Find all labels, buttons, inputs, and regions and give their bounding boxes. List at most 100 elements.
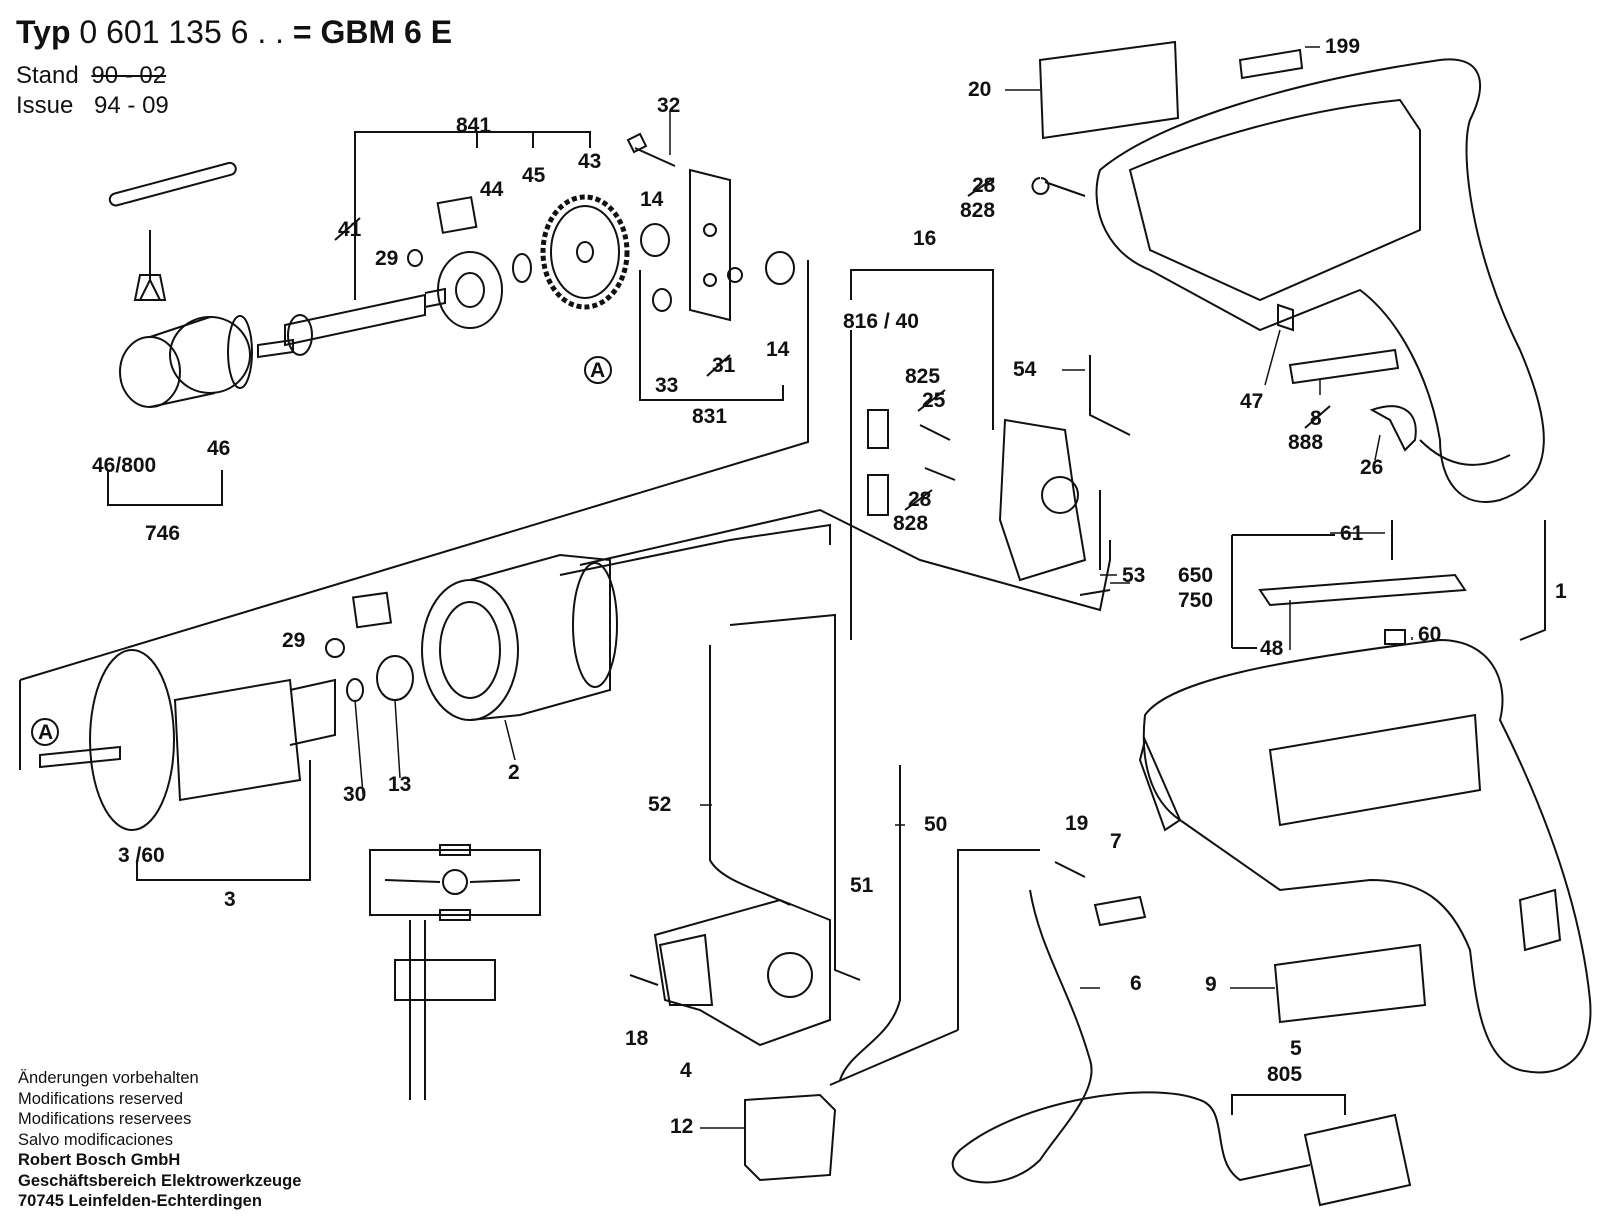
field-stator-icon xyxy=(421,553,618,721)
nameplate-icon xyxy=(1288,348,1400,385)
callout-18: 18 xyxy=(625,1027,649,1050)
stand-label: Stand xyxy=(16,62,79,89)
marker-a-circle-icon-2 xyxy=(31,718,59,746)
callout-a-lower: A xyxy=(38,721,53,744)
bracket-841 xyxy=(354,131,591,300)
callout-199: 199 xyxy=(1325,35,1360,58)
callout-825: 825 xyxy=(905,365,940,388)
note-line-de: Änderungen vorbehalten xyxy=(18,1069,199,1087)
callout-805: 805 xyxy=(1267,1063,1302,1086)
issue-label: Issue xyxy=(16,92,74,119)
callout-828-lower: 828 xyxy=(893,512,928,535)
callout-828-upper: 828 xyxy=(960,199,995,222)
callout-12: 12 xyxy=(670,1115,693,1138)
leader-lines xyxy=(354,46,1413,1129)
brush-holder-icon xyxy=(867,409,1087,582)
footer-notes: Änderungen vorbehalten Modifications res… xyxy=(18,1068,301,1212)
bracket-650 xyxy=(1231,534,1335,649)
equals-sign: = xyxy=(292,14,312,50)
trigger-switch-icon xyxy=(653,898,831,1047)
callout-31: 31 xyxy=(712,354,736,377)
stand-line: Stand 90 - 02 xyxy=(16,62,166,90)
model-name: GBM 6 E xyxy=(320,14,453,50)
callout-19: 19 xyxy=(1065,812,1088,835)
armature-washer-icon xyxy=(325,638,345,658)
callout-52: 52 xyxy=(648,793,671,816)
callout-16: 16 xyxy=(913,227,936,250)
note-line-fr: Modifications reservees xyxy=(18,1110,192,1128)
clamp-plate-icon xyxy=(1258,573,1467,607)
callout-a-upper: A xyxy=(590,359,605,382)
note-line-en: Modifications reserved xyxy=(18,1089,184,1108)
callout-3: 3 xyxy=(224,888,236,911)
spindle-icon xyxy=(284,287,446,356)
callout-41: 41 xyxy=(338,218,362,241)
callout-46-800: 46/800 xyxy=(92,454,156,477)
callout-4: 4 xyxy=(680,1059,692,1082)
power-cord-icon xyxy=(951,889,1412,1207)
callout-32: 32 xyxy=(657,94,680,117)
label-plate-icon xyxy=(1038,40,1180,140)
leader-6 xyxy=(829,849,1040,1086)
bracket-16 xyxy=(850,269,994,640)
callout-2: 2 xyxy=(508,761,520,784)
housing-half-icon xyxy=(1095,58,1545,503)
company-address: 70745 Leinfelden-Echterdingen xyxy=(18,1192,262,1210)
circuit-schematic-icon xyxy=(369,844,541,1100)
ball-bearing-icon xyxy=(436,196,503,329)
callout-53: 53 xyxy=(1122,564,1145,587)
leader-1 xyxy=(1519,520,1546,641)
callout-6: 6 xyxy=(1130,972,1142,995)
callout-650: 650 xyxy=(1178,564,1213,587)
callout-816-40: 816 / 40 xyxy=(843,310,919,333)
bearing-box-icon xyxy=(351,591,393,629)
callout-30: 30 xyxy=(343,783,366,806)
callout-50: 50 xyxy=(924,813,947,836)
chuck-key-icon xyxy=(108,161,237,301)
wire-53-54-icon xyxy=(1079,355,1131,596)
wire-51-icon xyxy=(729,613,861,981)
motor-housing-icon xyxy=(1138,638,1592,1074)
bracket-805 xyxy=(1231,1094,1346,1115)
variant: 6 . . xyxy=(230,14,285,50)
callout-841: 841 xyxy=(456,114,491,137)
callout-888: 888 xyxy=(1288,431,1323,454)
bearing-plate-icon xyxy=(640,168,795,322)
retaining-ring-icon xyxy=(512,253,532,283)
callout-14-lower: 14 xyxy=(766,338,790,361)
brush-screw-icon xyxy=(919,424,956,481)
strike-marks xyxy=(334,177,1331,511)
bracket-746 xyxy=(107,470,223,506)
callout-3-60: 3 /60 xyxy=(118,844,165,867)
callout-1: 1 xyxy=(1555,580,1567,603)
issue-date: 94 - 09 xyxy=(94,92,169,119)
callout-48: 48 xyxy=(1260,637,1284,660)
group-boundary-line xyxy=(19,260,809,770)
armature-bearing-icon xyxy=(376,655,414,701)
stand-date: 90 - 02 xyxy=(91,62,167,89)
part-drawings xyxy=(19,40,1592,1207)
washer-icon xyxy=(407,249,423,267)
armature-icon xyxy=(39,649,336,831)
wire-50-icon xyxy=(839,765,901,1081)
callout-29-upper: 29 xyxy=(375,247,398,270)
suppressor-icon xyxy=(744,1093,837,1182)
housing-screw-icon xyxy=(1031,177,1086,197)
marker-a-circle-icon xyxy=(584,356,612,384)
company-name: Robert Bosch GmbH xyxy=(18,1151,181,1169)
cord-clamp-icon xyxy=(1093,895,1147,927)
callout-20: 20 xyxy=(968,78,991,101)
small-label-icon xyxy=(1238,48,1304,80)
company-division: Geschäftsbereich Elektrowerkzeuge xyxy=(18,1171,302,1190)
callout-33: 33 xyxy=(655,374,678,397)
callout-44: 44 xyxy=(480,178,504,201)
document-title: Typ 0 601 135 6 . . = GBM 6 E xyxy=(16,14,452,51)
housing-label-icon xyxy=(1273,943,1427,1024)
callout-5: 5 xyxy=(1290,1037,1302,1060)
bracket-3 xyxy=(136,760,311,881)
callout-43: 43 xyxy=(578,150,601,173)
spring-clip-icon xyxy=(1277,303,1294,332)
callout-46: 46 xyxy=(207,437,230,460)
screw-icon xyxy=(626,132,676,167)
